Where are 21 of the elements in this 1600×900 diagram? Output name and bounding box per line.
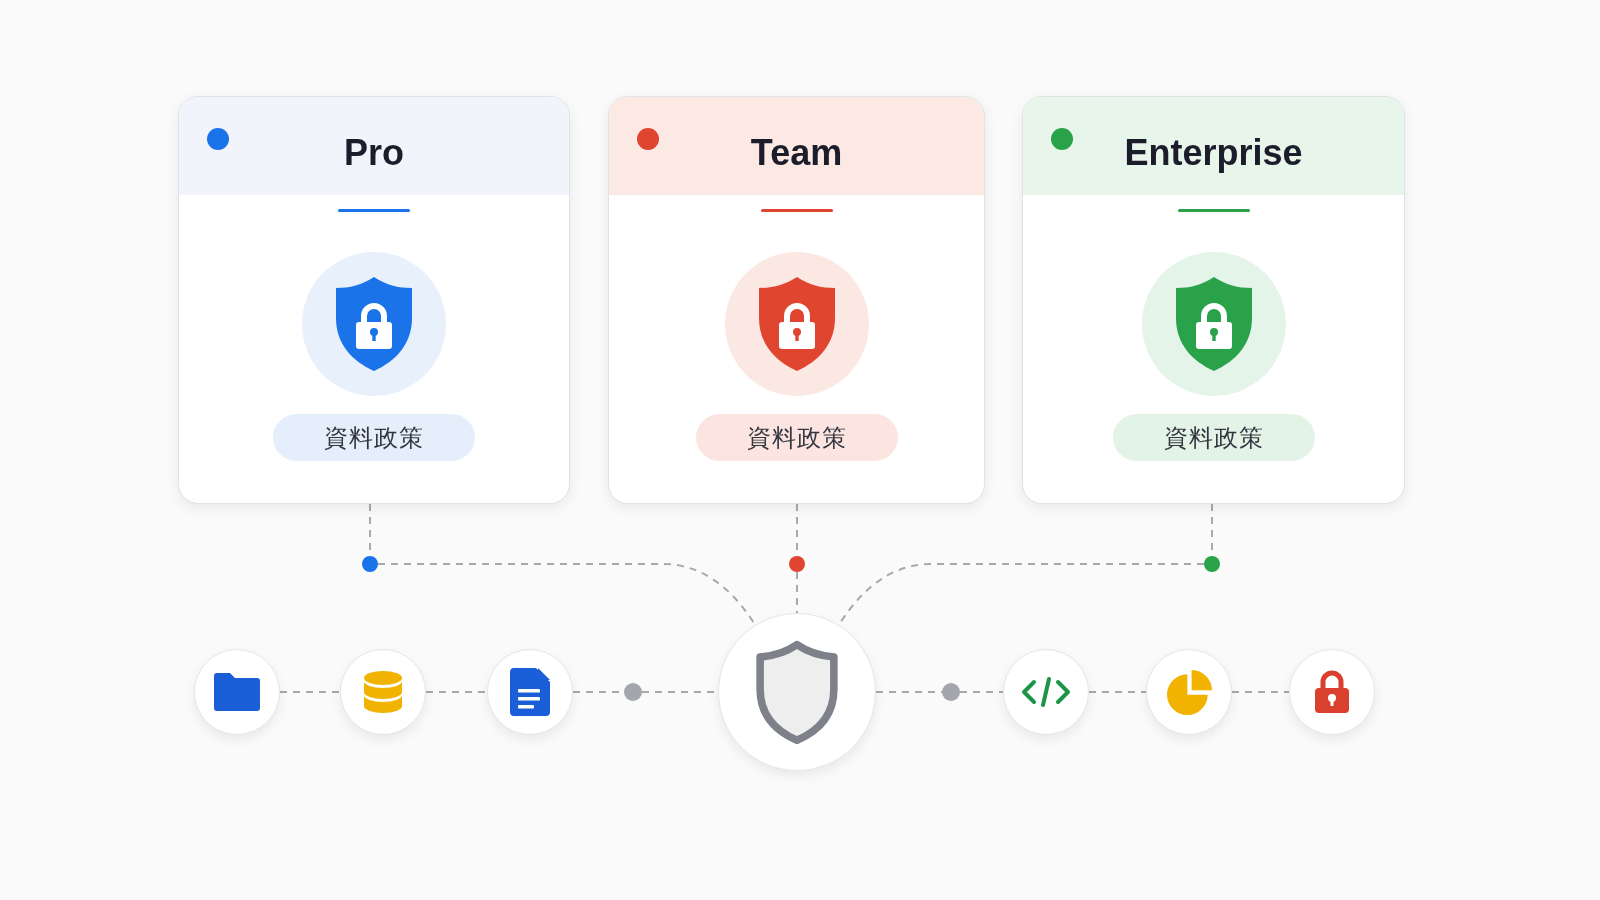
junction-dot — [624, 683, 642, 701]
dashed-connector — [1088, 691, 1147, 693]
plan-card — [1022, 96, 1405, 504]
dashed-connector — [796, 571, 798, 614]
policy-tag: 資料政策 — [273, 414, 475, 461]
junction-dot — [1204, 556, 1220, 572]
plan-card — [178, 96, 570, 504]
dashed-connector — [1231, 691, 1290, 693]
junction-dot — [362, 556, 378, 572]
dashed-connector — [425, 691, 488, 693]
dashed-connector — [377, 563, 757, 626]
policy-tag: 資料政策 — [695, 414, 898, 461]
junction-dot — [789, 556, 805, 572]
plan-title: Team — [750, 132, 843, 174]
policy-tag: 資料政策 — [1112, 414, 1315, 461]
dashed-connector — [959, 691, 1004, 693]
plan-title: Pro — [344, 132, 404, 174]
plan-card — [608, 96, 985, 504]
plan-title: Enterprise — [1124, 132, 1303, 174]
dashed-connector — [279, 691, 341, 693]
junction-dot — [942, 683, 960, 701]
